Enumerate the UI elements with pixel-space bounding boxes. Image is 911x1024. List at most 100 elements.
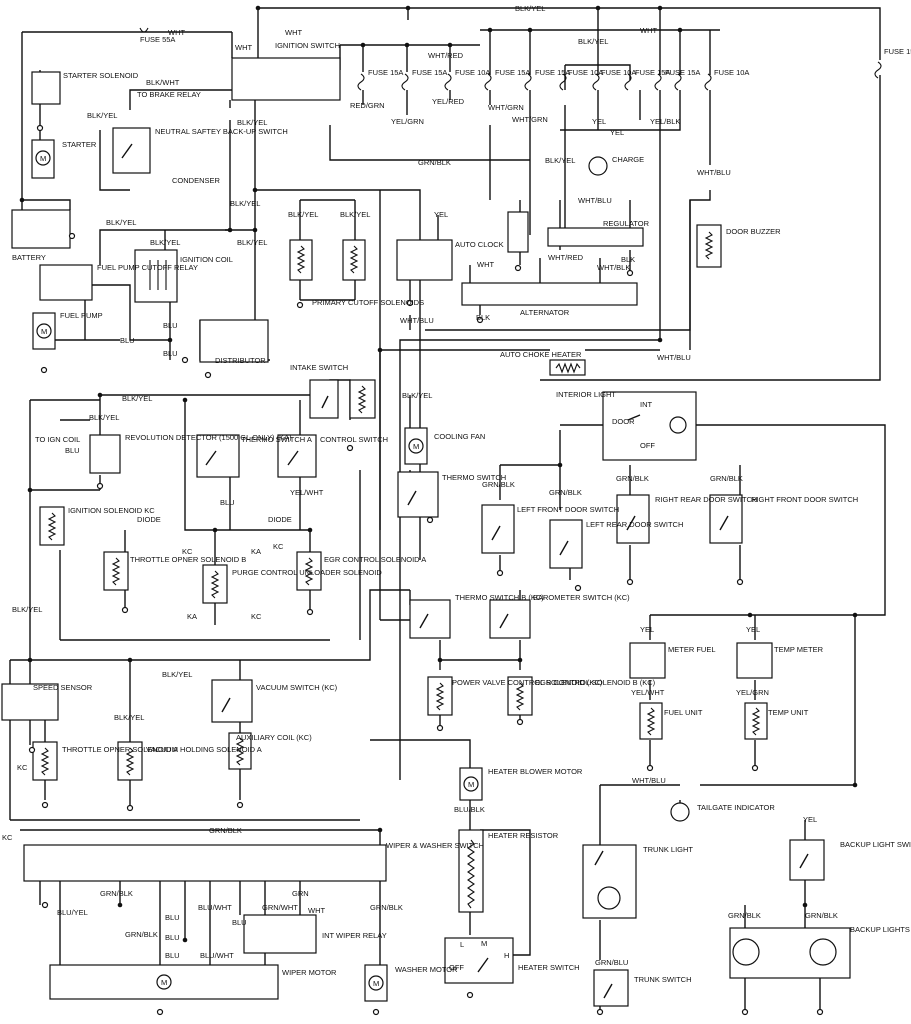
ka-kc-label: KC xyxy=(273,542,284,551)
wire-label: WHT/RED xyxy=(428,51,464,60)
wiper-switch-box xyxy=(23,844,387,882)
label-purge: PURGE CONTROL UNLOADER SOLENOID xyxy=(232,568,382,577)
wire-label: YEL/GRN xyxy=(391,117,424,126)
label-distributor: DISTRIBUTOR xyxy=(215,356,266,365)
wire-label: BLU xyxy=(165,951,180,960)
label-intake-switch: INTAKE SWITCH xyxy=(290,363,348,372)
ignition-switch-box xyxy=(231,57,341,101)
label-charge: CHARGE xyxy=(612,155,644,164)
label-diode-2: DIODE xyxy=(268,515,292,524)
trunk-switch-box xyxy=(593,969,629,1007)
wire-label: GRN/BLK xyxy=(616,474,649,483)
wires xyxy=(9,7,886,1010)
meter-fuel-box xyxy=(629,642,666,679)
wire-label: WHT/GRN xyxy=(512,115,548,124)
label-to-ign-coil: TO IGN COIL xyxy=(35,435,80,444)
speed-sensor-box xyxy=(1,683,59,721)
label-ignition-coil: IGNITION COIL xyxy=(180,255,233,264)
wire-label: GRN/BLK xyxy=(805,911,838,920)
wire-label: WHT xyxy=(477,260,494,269)
wire-label: GRN/BLU xyxy=(595,958,628,967)
wire-label: BLU xyxy=(165,913,180,922)
fuse-label: FUSE 15A xyxy=(495,68,530,77)
wire-label: BLK/YEL xyxy=(578,37,608,46)
motor-m: M xyxy=(468,780,474,789)
label-backup-switch: BACKUP LIGHT SWITCH xyxy=(840,840,911,849)
ka-kc-label: KC xyxy=(182,547,193,556)
wire-label: BLK/YEL xyxy=(114,713,144,722)
wire-label: BLK/YEL xyxy=(288,210,318,219)
wire-label: GRN/BLK xyxy=(370,903,403,912)
wire-label: GRN/BLK xyxy=(100,889,133,898)
label-diode-1: DIODE xyxy=(137,515,161,524)
wire-label: BLK/YEL xyxy=(106,218,136,227)
label-to-brake-relay: TO BRAKE RELAY xyxy=(137,90,201,99)
label-meter-fuel: METER FUEL xyxy=(668,645,716,654)
wire-label: WHT xyxy=(640,26,657,35)
motor-m: M xyxy=(41,327,47,336)
wire-label: YEL/GRN xyxy=(736,688,769,697)
wire-label: YEL/WHT xyxy=(290,488,324,497)
label-thermo-a: THERMO SWITCH A xyxy=(241,435,312,444)
label-egr-a: EGR CONTROL SOLENOID A xyxy=(324,555,426,564)
heater-switch-box xyxy=(444,937,514,984)
alternator-box xyxy=(461,282,638,306)
wire-label: BLK/YEL xyxy=(230,199,260,208)
wire-label: BLU xyxy=(220,498,235,507)
wire-label: BLK/WHT xyxy=(146,78,180,87)
coils xyxy=(40,231,761,909)
label-throttle-b: THROTTLE OPNER SOLENOID B xyxy=(130,555,246,564)
wiper-motor-box xyxy=(49,964,279,1000)
labels: STARTER SOLENOID STARTER BATTERY FUSE 55… xyxy=(2,4,911,988)
auto-clock-box xyxy=(396,239,453,281)
wire-label: YEL xyxy=(610,128,624,137)
label-control-switch: CONTROL SWITCH xyxy=(320,435,388,444)
wire-label: WHT xyxy=(308,906,325,915)
wire-label: GRN/BLK xyxy=(549,488,582,497)
fuse-label: FUSE 15A xyxy=(412,68,447,77)
wire-label: BLK/YEL xyxy=(402,391,432,400)
heater-h: H xyxy=(504,951,509,960)
fuse-label: FUSE 10A xyxy=(714,68,749,77)
wire-label: BLK/YEL xyxy=(237,238,267,247)
ka-kc-label: KC xyxy=(251,612,262,621)
wire-label: GRN/BLK xyxy=(418,158,451,167)
intake-resistor-box xyxy=(349,379,376,419)
circles xyxy=(35,150,837,991)
switches xyxy=(121,143,809,999)
label-battery: BATTERY xyxy=(12,253,46,262)
wire-label: WHT/BLU xyxy=(697,168,731,177)
fuse-label: FUSE 10A xyxy=(568,68,603,77)
label-backup-lights: BACKUP LIGHTS xyxy=(850,925,910,934)
wire-label: YEL xyxy=(746,625,760,634)
wire-label: GRN/BLK xyxy=(482,480,515,489)
wire-label: BLK/YEL xyxy=(89,413,119,422)
wire-label: RED/GRN xyxy=(350,101,385,110)
neutral-switch-box xyxy=(112,127,151,174)
wire-label: WHT/BLU xyxy=(657,353,691,362)
label-regulator: REGULATOR xyxy=(603,219,650,228)
heater-m: M xyxy=(481,939,487,948)
ka-kc-label: KC xyxy=(17,763,28,772)
wire-label: BLK/YEL xyxy=(545,156,575,165)
label-wiper-switch: WIPER & WASHER SWITCH xyxy=(386,841,484,850)
label-thermo-b: THERMO SWITCH B (KC) xyxy=(455,593,544,602)
heater-off: OFF xyxy=(449,963,464,972)
fuse-label: FUSE 15A xyxy=(884,47,911,56)
wire-label: BLU xyxy=(163,321,178,330)
ka-kc-label: KC xyxy=(2,833,13,842)
label-tailgate: TAILGATE INDICATOR xyxy=(697,803,775,812)
control-switch-box xyxy=(277,434,317,478)
label-starter: STARTER xyxy=(62,140,97,149)
wire-label: WHT/BLU xyxy=(400,316,434,325)
fuse-label: FUSE 10A xyxy=(601,68,636,77)
heater-l: L xyxy=(460,940,464,949)
wire-label: BLK/YEL xyxy=(515,4,545,13)
wire-label: BLU/WHT xyxy=(198,903,232,912)
barometer-box xyxy=(489,599,531,639)
label-auto-choke: AUTO CHOKE HEATER xyxy=(500,350,582,359)
label-washer-motor: WASHER MOTOR xyxy=(395,965,458,974)
wire-label: YEL xyxy=(640,625,654,634)
regulator-box xyxy=(547,227,644,247)
